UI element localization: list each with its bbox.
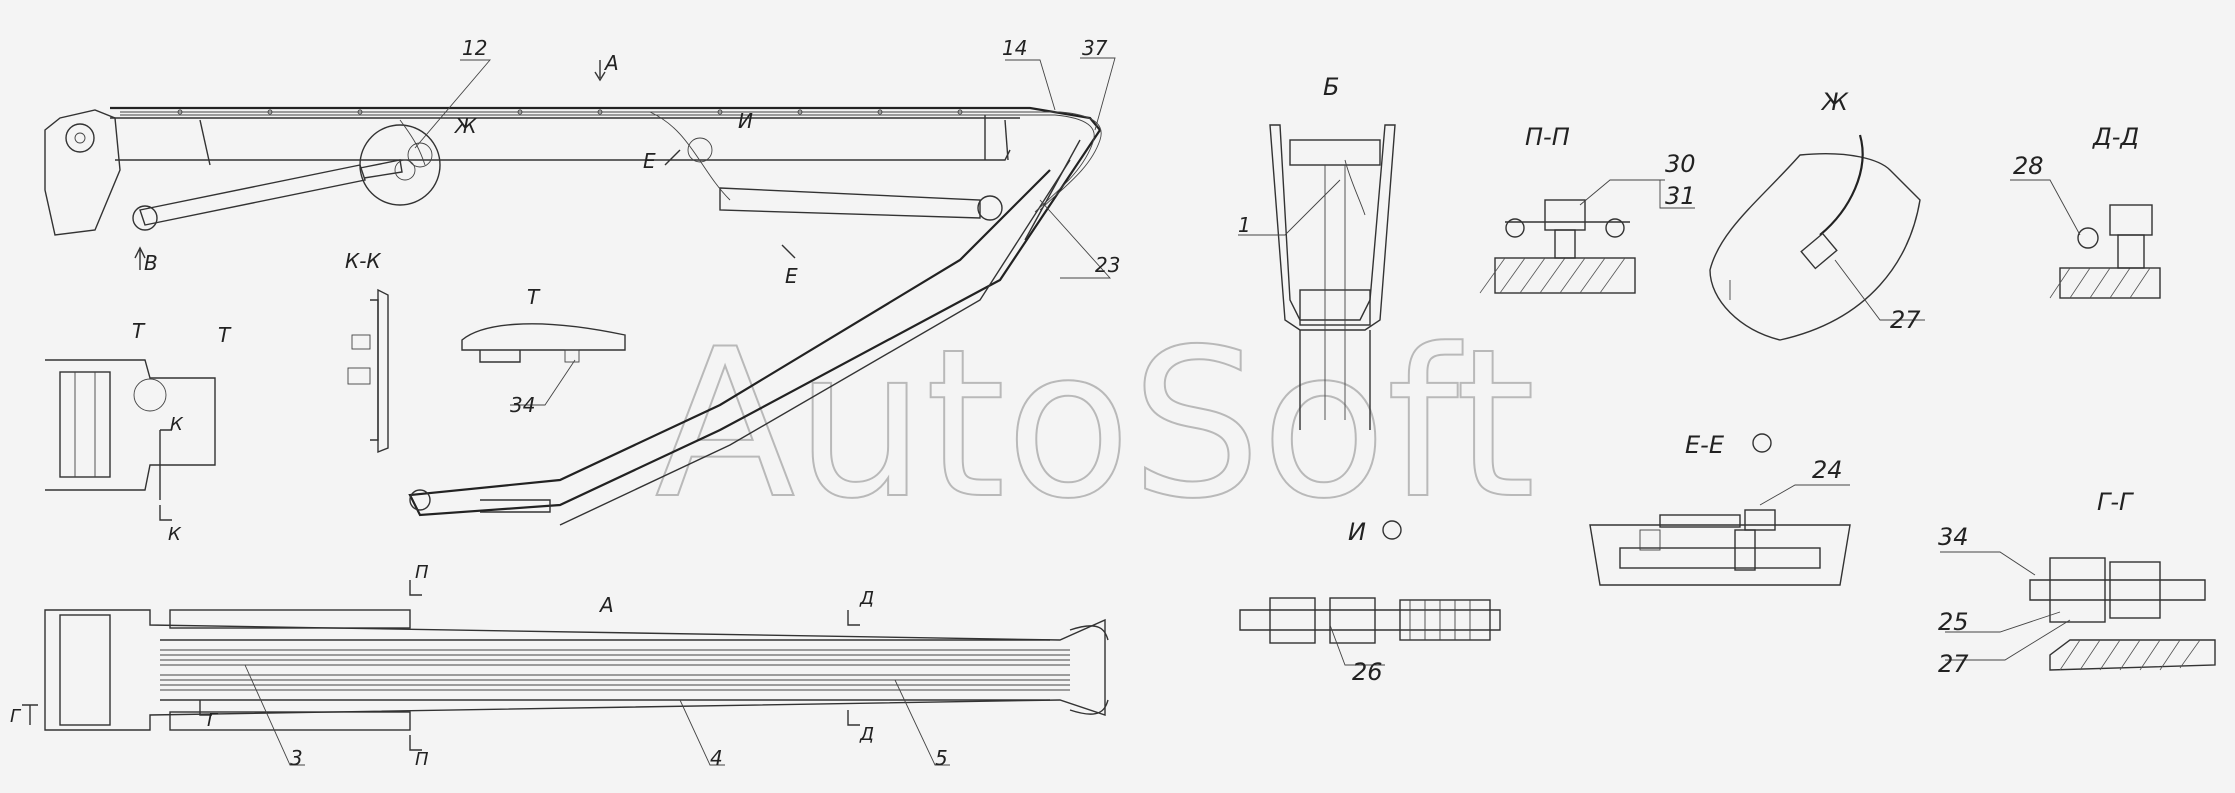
view-zh: [1709, 134, 1925, 341]
view-t-left-mark: Т: [218, 323, 232, 347]
view-b-title: Б: [1323, 73, 1339, 101]
view-i: [1239, 597, 1501, 666]
mark-p-lower: П: [415, 749, 429, 770]
callout-1: 1: [1238, 213, 1251, 237]
callout-5: 5: [935, 746, 948, 770]
section-gg-title: Г-Г: [2097, 488, 2134, 516]
mark-zh: Ж: [453, 114, 478, 138]
section-ee-title: Е-Е: [1685, 431, 1725, 459]
view-t-left-title: Т: [132, 319, 146, 343]
callout-13: 14: [1002, 36, 1027, 60]
view-kk: [347, 288, 389, 454]
callout-30: 30: [1665, 150, 1696, 178]
mark-k-upper: К: [170, 414, 184, 435]
callout-12: 12: [462, 36, 487, 60]
mark-d-lower: Д: [859, 724, 874, 745]
callout-28: 28: [2013, 152, 2044, 180]
view-zh-title: Ж: [1820, 88, 1849, 116]
section-ee: [1589, 484, 1851, 586]
mark-i: И: [738, 109, 753, 133]
view-kk-title: К-К: [345, 249, 381, 273]
view-a-label: А: [603, 51, 619, 75]
callout-37: 37: [1082, 36, 1108, 60]
mark-p-upper: П: [415, 562, 429, 583]
callout-31: 31: [1665, 182, 1696, 210]
mark-g-left: Г: [10, 706, 22, 727]
view-t-small-title: Т: [527, 285, 541, 309]
view-top-a: А: [598, 593, 614, 617]
mark-k-lower: К: [168, 524, 182, 545]
callout-26: 26: [1352, 658, 1383, 686]
view-b-arrow-label: В: [144, 251, 158, 275]
view-i-title: И: [1348, 518, 1366, 546]
callout-14: 23: [1095, 253, 1120, 277]
mark-e-lower: Е: [785, 264, 798, 288]
callout-34-small: 34: [510, 393, 535, 417]
mark-g-inner: Г: [207, 710, 219, 731]
mark-e-upper: Е: [643, 149, 656, 173]
callout-3: 3: [290, 746, 303, 770]
section-dd: [2010, 179, 2161, 299]
callout-27-label: 27: [1938, 650, 1969, 678]
callout-34: 34: [1938, 523, 1969, 551]
callout-23: 24: [1812, 456, 1843, 484]
section-dd-title: Д-Д: [2092, 123, 2139, 151]
section-pp-title: П-П: [1525, 123, 1570, 151]
callout-4: 4: [710, 746, 723, 770]
callout-24: 25: [1938, 608, 1969, 636]
view-t-small: [461, 323, 626, 406]
view-t-left: [45, 359, 216, 521]
watermark: AutoSoft: [655, 306, 1535, 544]
section-gg: [1940, 551, 2216, 671]
boom-top-view: [22, 580, 1109, 751]
mark-d-upper: Д: [859, 588, 874, 609]
callout-25: 27: [1890, 306, 1921, 334]
section-pp: [1479, 179, 1695, 294]
view-b: [1238, 124, 1396, 430]
boom-side-view: [44, 60, 1102, 526]
